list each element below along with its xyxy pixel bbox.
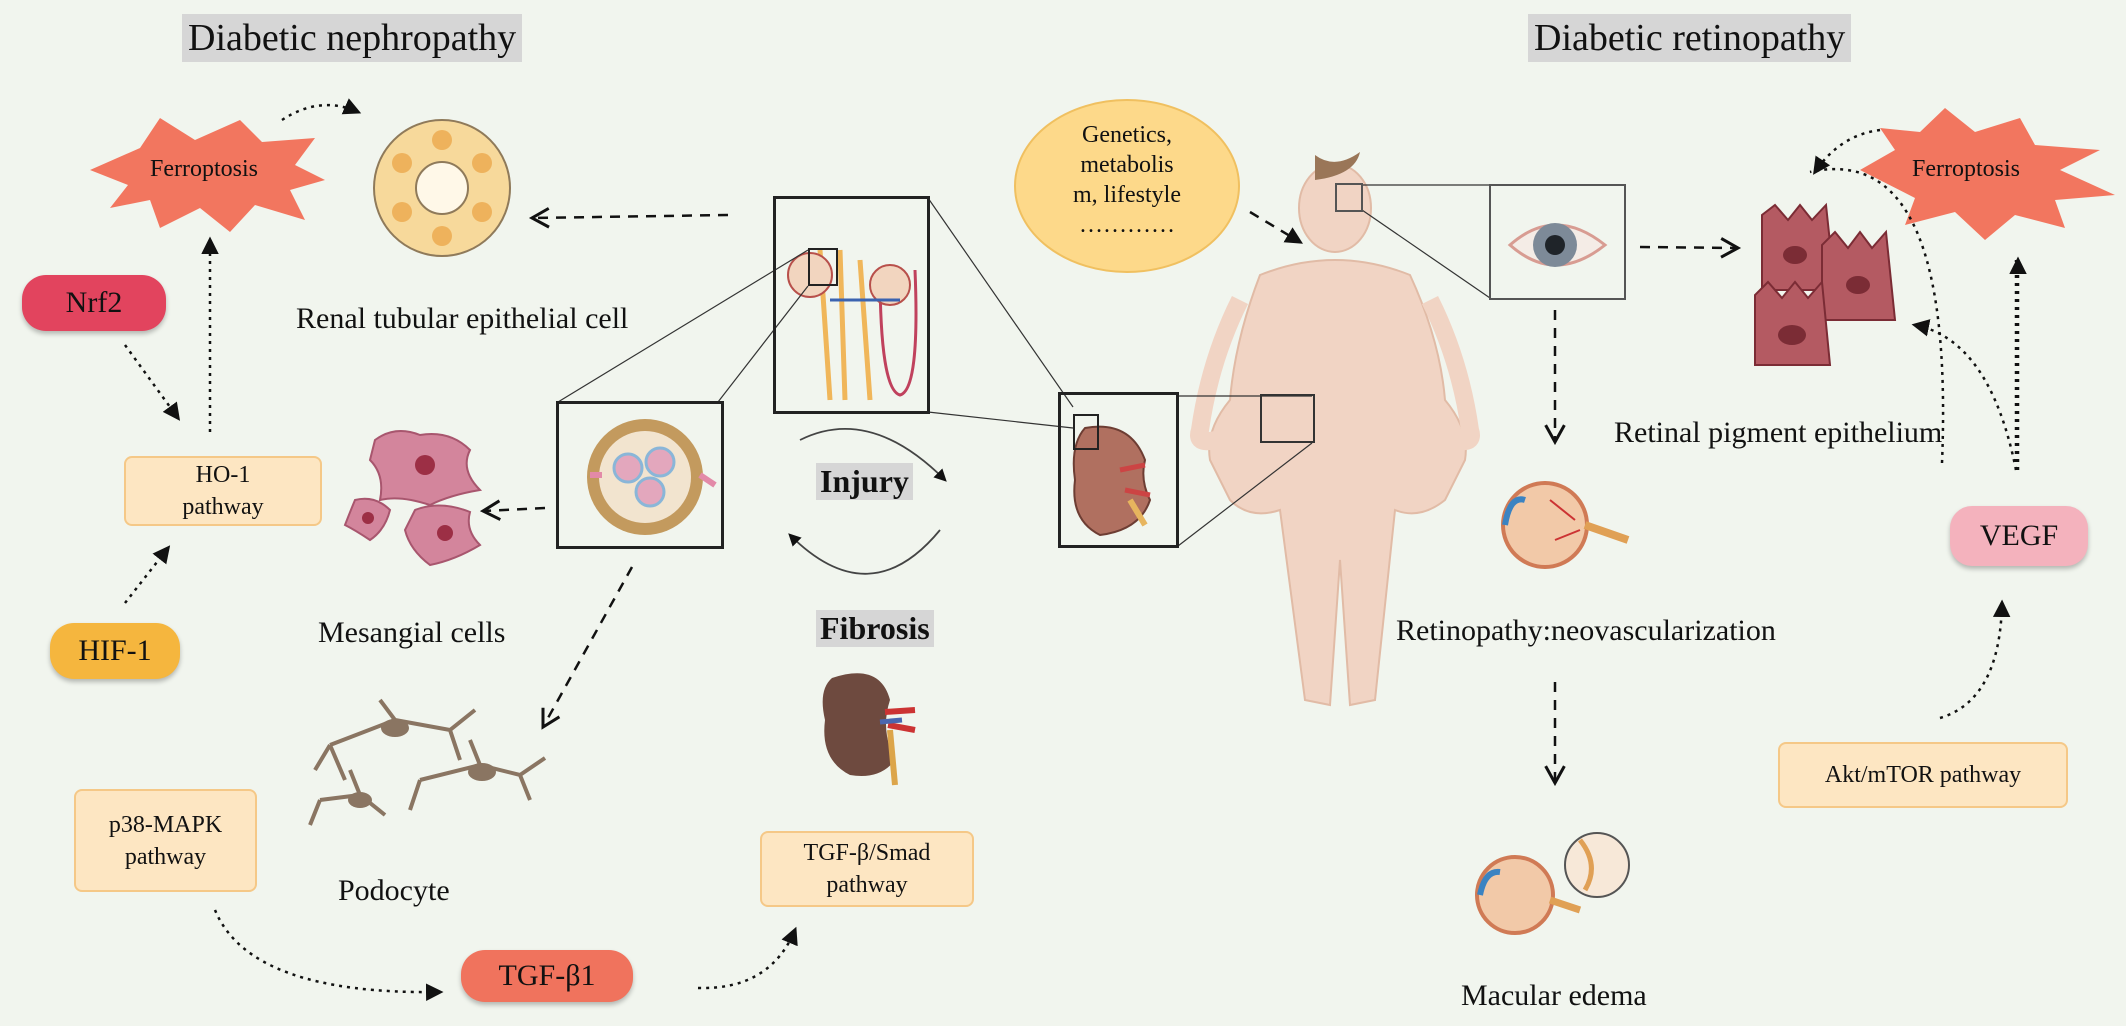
fibrosis-label: Fibrosis: [816, 610, 934, 647]
ferroptosis-left-label: Ferroptosis: [150, 156, 258, 182]
kidney-zoom-frame: [1073, 414, 1099, 450]
vegf-label: VEGF: [1979, 519, 2059, 552]
rpe-label: Retinal pigment epithelium: [1614, 416, 1943, 449]
zoom-lines: [557, 184, 1491, 547]
eye-icon: [1507, 223, 1608, 267]
eye-zoom-frame: [1335, 183, 1363, 212]
neovascularization-label: Retinopathy:neovascularization: [1396, 614, 1776, 647]
tgf-smad-line1: TGF-β/Smad: [803, 840, 931, 866]
injury-label: Injury: [816, 463, 913, 500]
p38-mapk-box: p38-MAPK pathway: [74, 789, 257, 892]
human-body-icon: [1190, 163, 1480, 707]
nrf2-label: Nrf2: [65, 286, 123, 319]
risk-line3: m, lifestyle: [1073, 182, 1181, 208]
vegf-pill: VEGF: [1950, 506, 2088, 566]
hif1-pill: HIF-1: [50, 623, 180, 679]
glomerulus-icon: [587, 419, 717, 535]
ho1-pathway-box: HO-1 pathway: [124, 456, 322, 526]
tgfb1-label: TGF-β1: [498, 959, 596, 992]
akt-mtor-box: Akt/mTOR pathway: [1778, 742, 2068, 808]
retinopathy-header: Diabetic retinopathy: [1528, 14, 1852, 62]
ho1-line2: pathway: [182, 494, 264, 520]
hif1-label: HIF-1: [78, 634, 152, 667]
nephron-icon: [787, 249, 918, 401]
ferroptosis-burst-left: [90, 118, 325, 232]
akt-mtor-label: Akt/mTOR pathway: [1824, 762, 2022, 788]
p38-line1: p38-MAPK: [108, 811, 223, 838]
eyeball-macular-edema-icon: [1475, 832, 1630, 935]
nephropathy-header: Diabetic nephropathy: [182, 14, 523, 62]
nephron-frame: [773, 196, 930, 414]
podocyte-label: Podocyte: [338, 874, 450, 907]
nephron-zoom-frame: [808, 248, 838, 286]
renal-tubular-label: Renal tubular epithelial cell: [296, 302, 629, 335]
glomerulus-frame: [556, 401, 724, 549]
risk-factor-bubble: [1014, 99, 1240, 273]
tgf-smad-line2: pathway: [826, 872, 908, 898]
risk-line1: Genetics,: [1082, 122, 1172, 148]
ho1-line1: HO-1: [195, 462, 251, 488]
mesangial-cells-label: Mesangial cells: [318, 616, 506, 649]
p38-line2: pathway: [124, 843, 207, 870]
risk-line2: metabolis: [1080, 152, 1174, 178]
tubular-cell-ring-icon: [373, 119, 511, 257]
nrf2-pill: Nrf2: [22, 275, 166, 331]
kidney-icon: [1072, 425, 1152, 537]
risk-line4: …………: [1079, 212, 1175, 238]
ferroptosis-burst-right: [1860, 108, 2115, 240]
fibrotic-kidney-icon: [822, 673, 916, 786]
ferroptosis-right-label: Ferroptosis: [1912, 156, 2020, 182]
body-zoom-frame: [1260, 394, 1315, 443]
podocyte-icon: [308, 698, 547, 826]
kidney-frame: [1058, 392, 1179, 548]
mesangial-cells-icon: [343, 430, 483, 567]
macular-edema-label: Macular edema: [1461, 979, 1647, 1012]
eyeball-neovascularization-icon: [1501, 481, 1630, 569]
tgfb1-pill: TGF-β1: [461, 950, 633, 1002]
risk-factor-text: Genetics, metabolis m, lifestyle …………: [1020, 120, 1234, 240]
tgf-smad-box: TGF-β/Smad pathway: [760, 831, 974, 907]
eye-frame: [1489, 184, 1626, 300]
rpe-cells-icon: [1754, 202, 1897, 366]
